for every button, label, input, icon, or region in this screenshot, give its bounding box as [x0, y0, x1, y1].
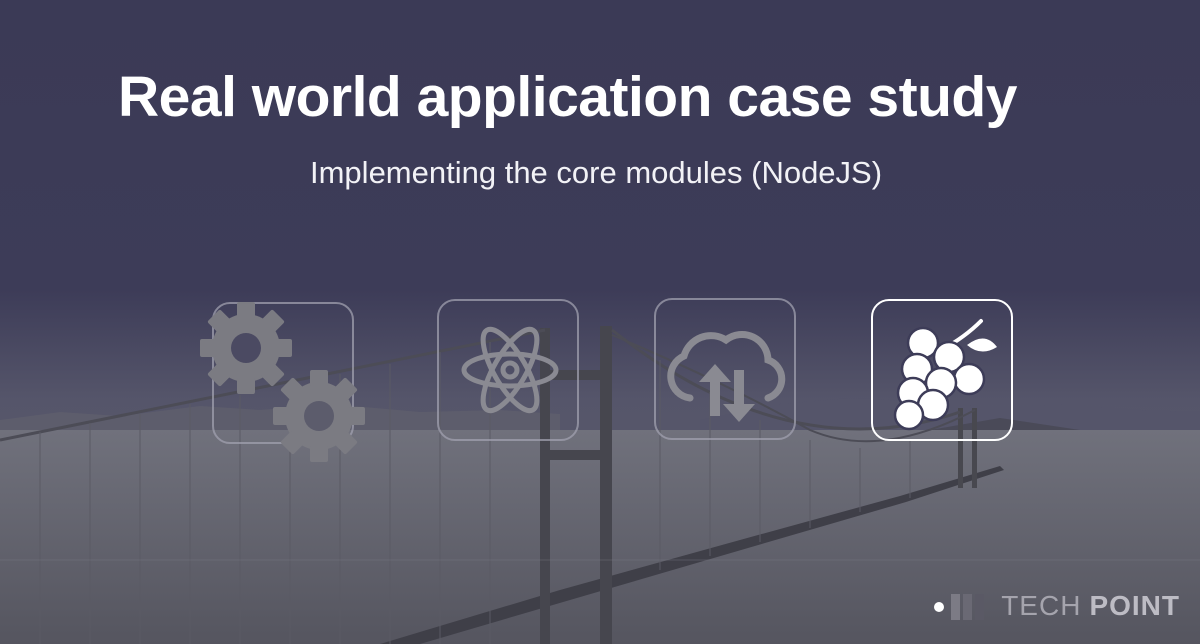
page-subtitle: Implementing the core modules (NodeJS): [310, 155, 883, 190]
brand-name-point: POINT: [1089, 590, 1180, 621]
module-tile-gears[interactable]: [200, 302, 365, 462]
gears-icon: [200, 302, 365, 462]
atom-icon: [461, 326, 559, 414]
brand-name-tech: TECH: [1001, 590, 1082, 621]
grapes-icon: [893, 319, 997, 431]
module-tile-cloud-sync[interactable]: [654, 298, 796, 440]
module-tile-atom[interactable]: [437, 299, 579, 441]
page-title: Real world application case study: [118, 65, 1017, 129]
logo-mark-icon: [934, 594, 985, 620]
cloud-sync-icon: [667, 331, 786, 422]
tech-point-logo: TECH POINT: [931, 590, 1180, 622]
module-tile-grapes[interactable]: [871, 299, 1013, 441]
